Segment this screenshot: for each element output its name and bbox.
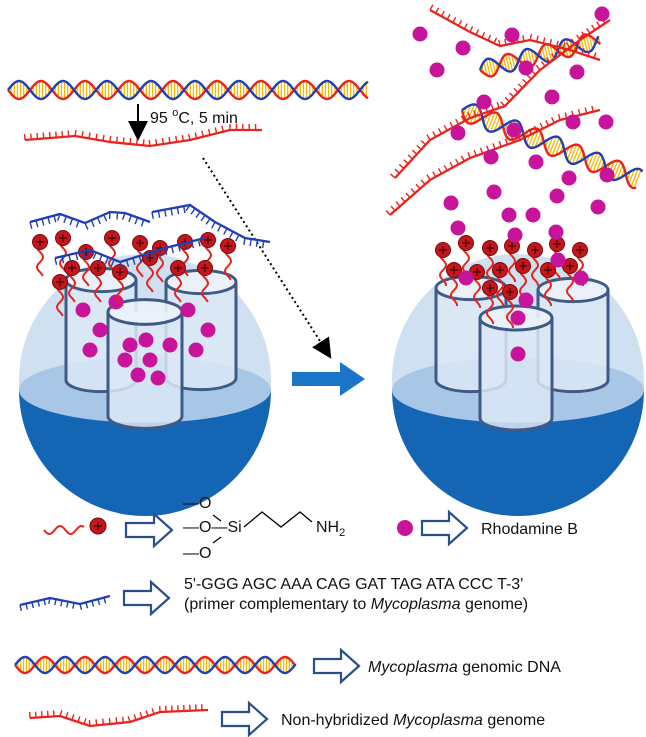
rhodamine-dot [549,188,565,204]
pore-wall [106,312,184,430]
capped-silica-nanoparticle [19,203,271,516]
rhodamine-dot [544,89,560,105]
rhodamine-dot [510,310,526,326]
rhodamine-dot [501,207,517,223]
double-stranded-dna-top [7,79,369,101]
rhodamine-dot [458,270,474,286]
rhodamine-dot [561,170,577,186]
rhodamine-dot [117,352,133,368]
legend-arrow-nonhybrid [220,700,269,737]
rhodamine-dot [594,6,610,22]
rhodamine-dot [528,154,544,170]
hybridized-dna-and-released-dye [385,4,644,308]
rhodamine-dot [82,342,98,358]
rhodamine-dot [510,346,526,362]
amine-group: NH2 [316,519,345,539]
rhodamine-dot-legend [397,520,413,536]
methoxy-si: —O—Si [183,519,242,536]
heat-step-label: 95 oC, 5 min [150,107,238,127]
rhodamine-dot [429,62,445,78]
rhodamine-dot [108,294,124,310]
rhodamine-dot [443,195,459,211]
rhodamine-dot [412,26,428,42]
rhodamine-dot [188,342,204,358]
rhodamine-dot [548,224,564,240]
rhodamine-dot [450,220,466,236]
rhodamine-dot [122,337,138,353]
primer-description: (primer complementary to Mycoplasma geno… [184,596,528,613]
rhodamine-dot [75,302,91,318]
methoxy-bottom: —O [183,545,211,562]
silane-structure: —O —O—Si —O NH2 [183,495,345,562]
gate-molecule-icon [43,517,107,536]
legend-arrow-genomic [312,647,361,685]
sphere-lower [19,390,271,516]
rhodamine-dot [569,64,585,80]
single-stranded-dna-after-heating [23,124,262,148]
rhodamine-dot [598,114,614,130]
legend: —O —O—Si —O NH2 Rhodamine B 5'-GGG AGC A… [14,495,578,737]
gate-tail [43,524,85,536]
rhodamine-dot [476,94,492,110]
rhodamine-dot [573,270,589,286]
methoxy-top: —O [183,495,211,512]
primer-strand-icon [19,594,111,612]
rhodamine-dot [504,27,520,43]
rhodamine-dot [138,332,154,348]
dotted-flow-arrow [202,157,332,359]
legend-arrow-primer [122,579,171,617]
rhodamine-dot [455,40,471,56]
rhodamine-dot [507,227,523,243]
rhodamine-dot [550,252,566,268]
uncapped-silica-nanoparticle [392,235,644,516]
rhodamine-dot [450,125,466,141]
rhodamine-dot [483,149,499,165]
rhodamine-dot [518,292,534,308]
rhodamine-dot [525,207,541,223]
rhodamine-dot [180,302,196,318]
legend-arrow-silane [124,511,174,549]
pore-wall [478,318,554,432]
genomic-dna-icon [14,655,297,675]
primer-sequence: 5'-GGG AGC AAA CAG GAT TAG ATA CCC T-3' [184,576,523,593]
rhodamine-dot [200,322,216,338]
legend-arrow-rhodamine [420,509,469,547]
rhodamine-dot [506,122,522,138]
rhodamine-dot [590,199,606,215]
sphere-lower [392,390,644,516]
non-hybridized-label: Non-hybridized Mycoplasma genome [281,712,545,729]
rhodamine-dot [162,337,178,353]
rhodamine-dot [518,60,534,76]
rhodamine-dot [486,184,502,200]
rhodamine-dot [565,114,581,130]
process-arrow [292,362,365,396]
rhodamine-dot [92,322,108,338]
rhodamine-dot [130,367,146,383]
rhodamine-dot [142,352,158,368]
genomic-dna-label: Mycoplasma genomic DNA [368,659,561,676]
rhodamine-dot [150,370,166,386]
rhodamine-dot [599,167,615,183]
non-hybridized-genome-icon [28,704,209,728]
rhodamine-label: Rhodamine B [481,521,578,538]
